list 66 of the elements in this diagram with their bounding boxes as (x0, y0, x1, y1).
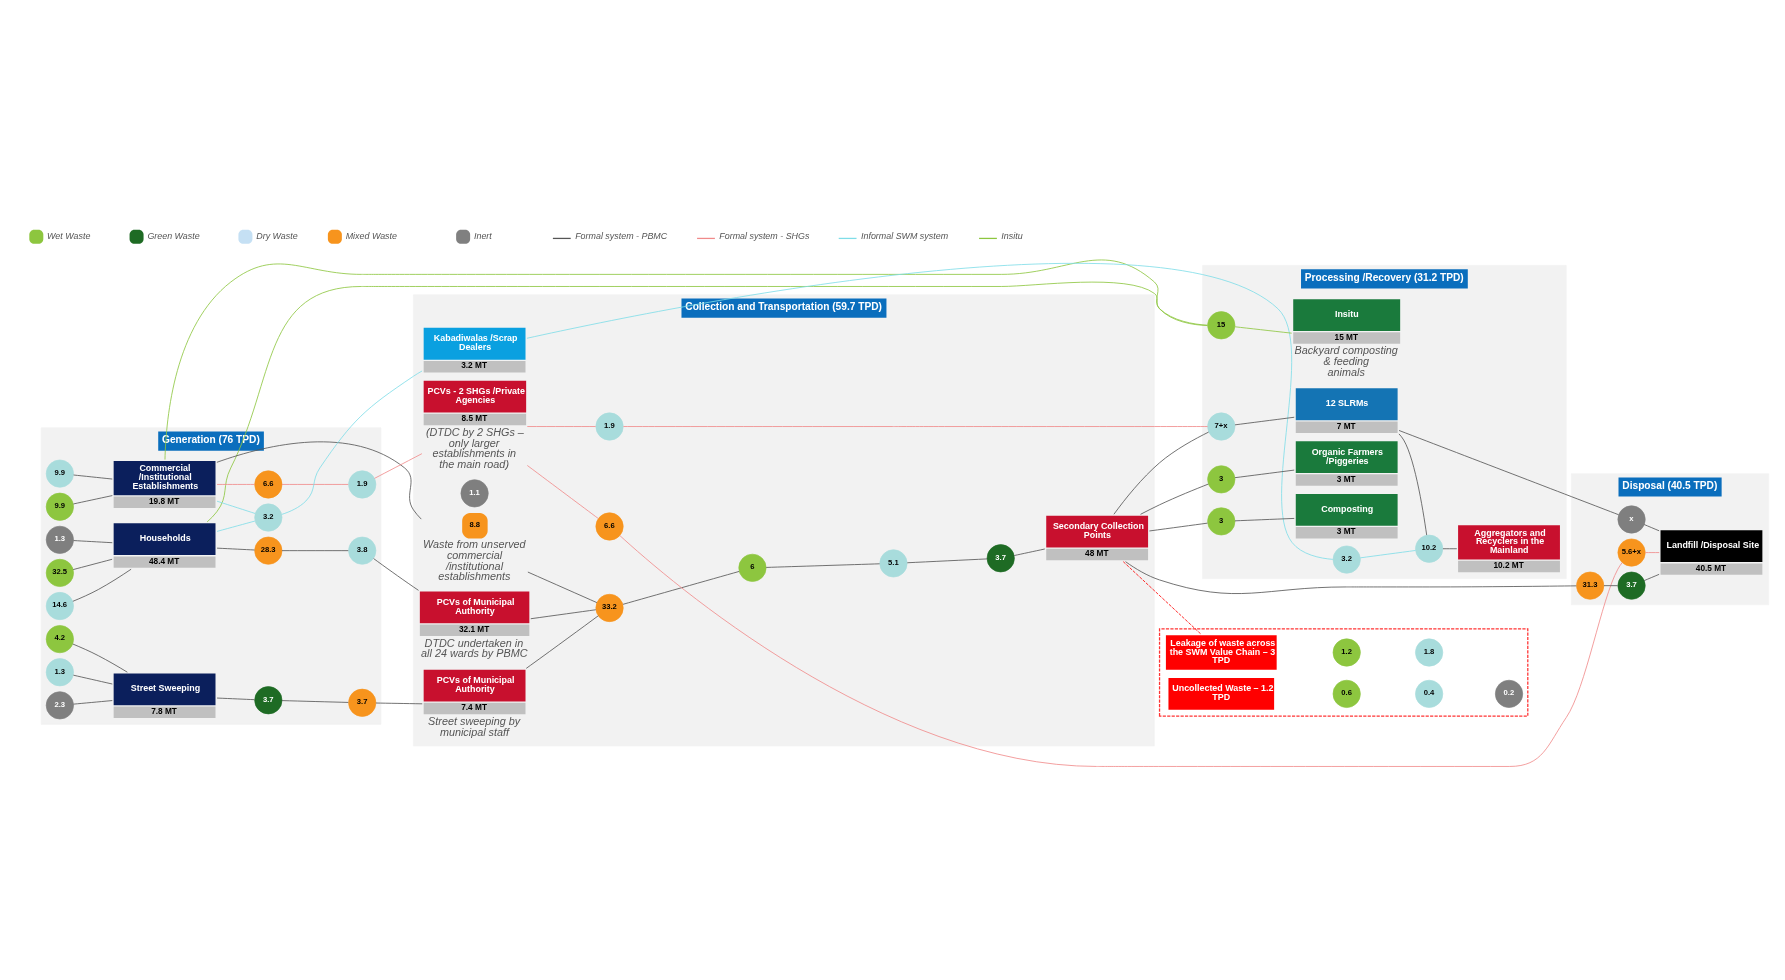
cluster (1158, 627, 1529, 717)
connector (216, 441, 422, 520)
connector (281, 483, 349, 485)
connector (765, 562, 880, 568)
legend-label: Dry Waste (256, 230, 298, 241)
legend-label: Formal system - PBMC (575, 230, 668, 241)
connector (72, 568, 132, 602)
connector (374, 452, 423, 479)
connector (73, 474, 113, 479)
connector (1398, 432, 1428, 535)
connector (1234, 416, 1295, 425)
connector (1643, 523, 1660, 531)
connector (1122, 560, 1202, 634)
connector (72, 674, 113, 684)
connector (622, 570, 740, 605)
connector (72, 494, 113, 504)
connector (216, 483, 255, 485)
connector (1234, 469, 1295, 478)
legend-label: Mixed Waste (345, 230, 397, 241)
connector (73, 699, 113, 705)
connector (525, 614, 599, 669)
connector (619, 534, 1623, 767)
node-label: DTDC undertaken in all 24 wards by PBMC (421, 636, 528, 659)
connector (526, 464, 599, 519)
connector (216, 500, 256, 514)
connector (1013, 548, 1046, 556)
connector (1148, 522, 1208, 531)
connector (216, 520, 256, 532)
connector (206, 281, 1208, 522)
connector (1234, 517, 1295, 521)
connector (623, 425, 1208, 427)
connector (1644, 551, 1660, 553)
connector (530, 608, 597, 619)
node-box: Leakage of waste across the SWM Value Chain – 3 TPD (1165, 634, 1277, 670)
legend-label: Inert (473, 230, 492, 241)
connector (1359, 549, 1416, 558)
connector (216, 697, 255, 700)
legend-label: Informal SWM system (860, 230, 949, 241)
connector (1140, 483, 1209, 515)
node-label: (DTDC by 2 SHGs – only larger establishments in the main road) (425, 425, 524, 470)
connector (1113, 431, 1209, 515)
connector (1234, 325, 1293, 334)
legend-label: Green Waste (147, 230, 200, 241)
legend-label: Formal system - SHGs (719, 230, 810, 241)
node-label: Backyard composting & feeding animals (1294, 343, 1398, 378)
connector (527, 571, 598, 603)
legend-label: Insitu (1001, 230, 1023, 241)
connector (73, 539, 113, 543)
connector (1643, 573, 1660, 581)
connector (216, 547, 255, 550)
connector (281, 699, 349, 703)
node-box: Uncollected Waste – 1.2 TPD (1168, 677, 1275, 710)
connector (72, 643, 128, 673)
connector (281, 370, 423, 515)
connector (1603, 584, 1619, 586)
node-label: Waste from unserved commercial /institutional establishments (423, 537, 526, 582)
connector (1442, 547, 1458, 549)
connector (72, 558, 113, 570)
connector (906, 558, 988, 563)
connector (281, 549, 349, 551)
legend-label: Wet Waste (47, 230, 91, 241)
connector (1398, 429, 1619, 515)
connector (373, 557, 419, 591)
connector (526, 425, 597, 427)
node-label: Street sweeping by municipal staff (428, 714, 521, 738)
connector (375, 702, 423, 704)
